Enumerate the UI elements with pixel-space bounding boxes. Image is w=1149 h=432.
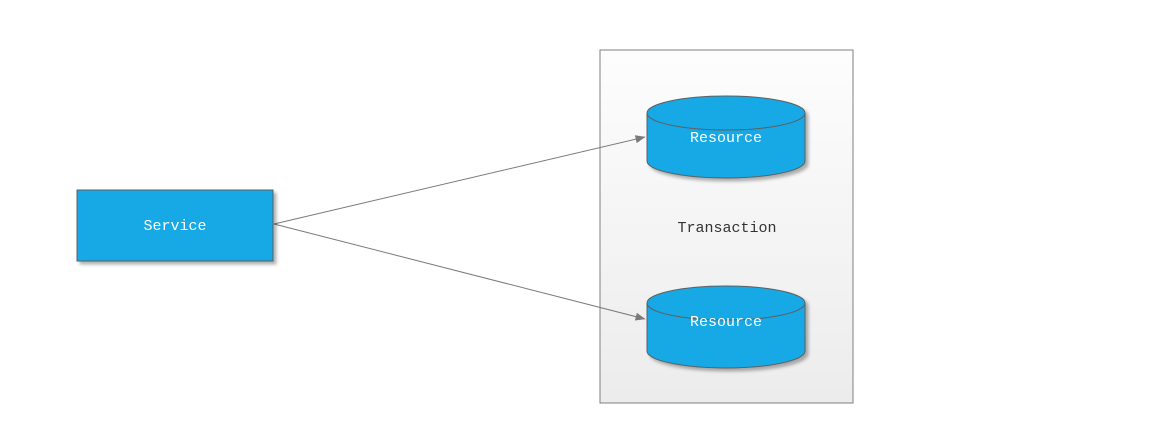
connector-service-to-resource-bottom[interactable] — [273, 223, 646, 321]
resource-label-bottom: Resource — [690, 314, 762, 331]
service-shape[interactable] — [76, 189, 274, 262]
connector-service-to-resource-top[interactable] — [273, 135, 646, 225]
cylinder-rim-top — [646, 112, 806, 131]
transaction-label: Transaction — [677, 220, 776, 237]
resource-db-shape-top[interactable] — [646, 95, 806, 179]
resource-node-top[interactable]: Resource — [646, 95, 806, 179]
service-node[interactable]: Service — [76, 189, 274, 262]
resource-label-top: Resource — [690, 130, 762, 147]
resource-db-shape-bottom[interactable] — [646, 285, 806, 369]
resource-node-bottom[interactable]: Resource — [646, 285, 806, 369]
service-label: Service — [143, 218, 206, 235]
cylinder-rim-bottom — [646, 302, 806, 321]
